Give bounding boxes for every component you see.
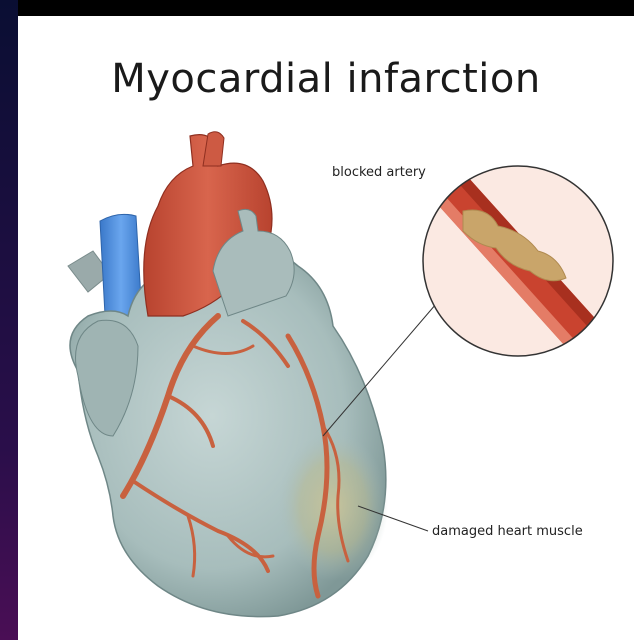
top-border <box>0 0 634 16</box>
damaged-area <box>278 431 388 581</box>
heart-illustration <box>18 16 634 640</box>
blocked-artery-label: blocked artery <box>332 165 426 180</box>
left-border <box>0 0 18 640</box>
diagram-panel: Myocardial infarction <box>18 16 634 640</box>
damaged-muscle-label: damaged heart muscle <box>432 524 583 539</box>
